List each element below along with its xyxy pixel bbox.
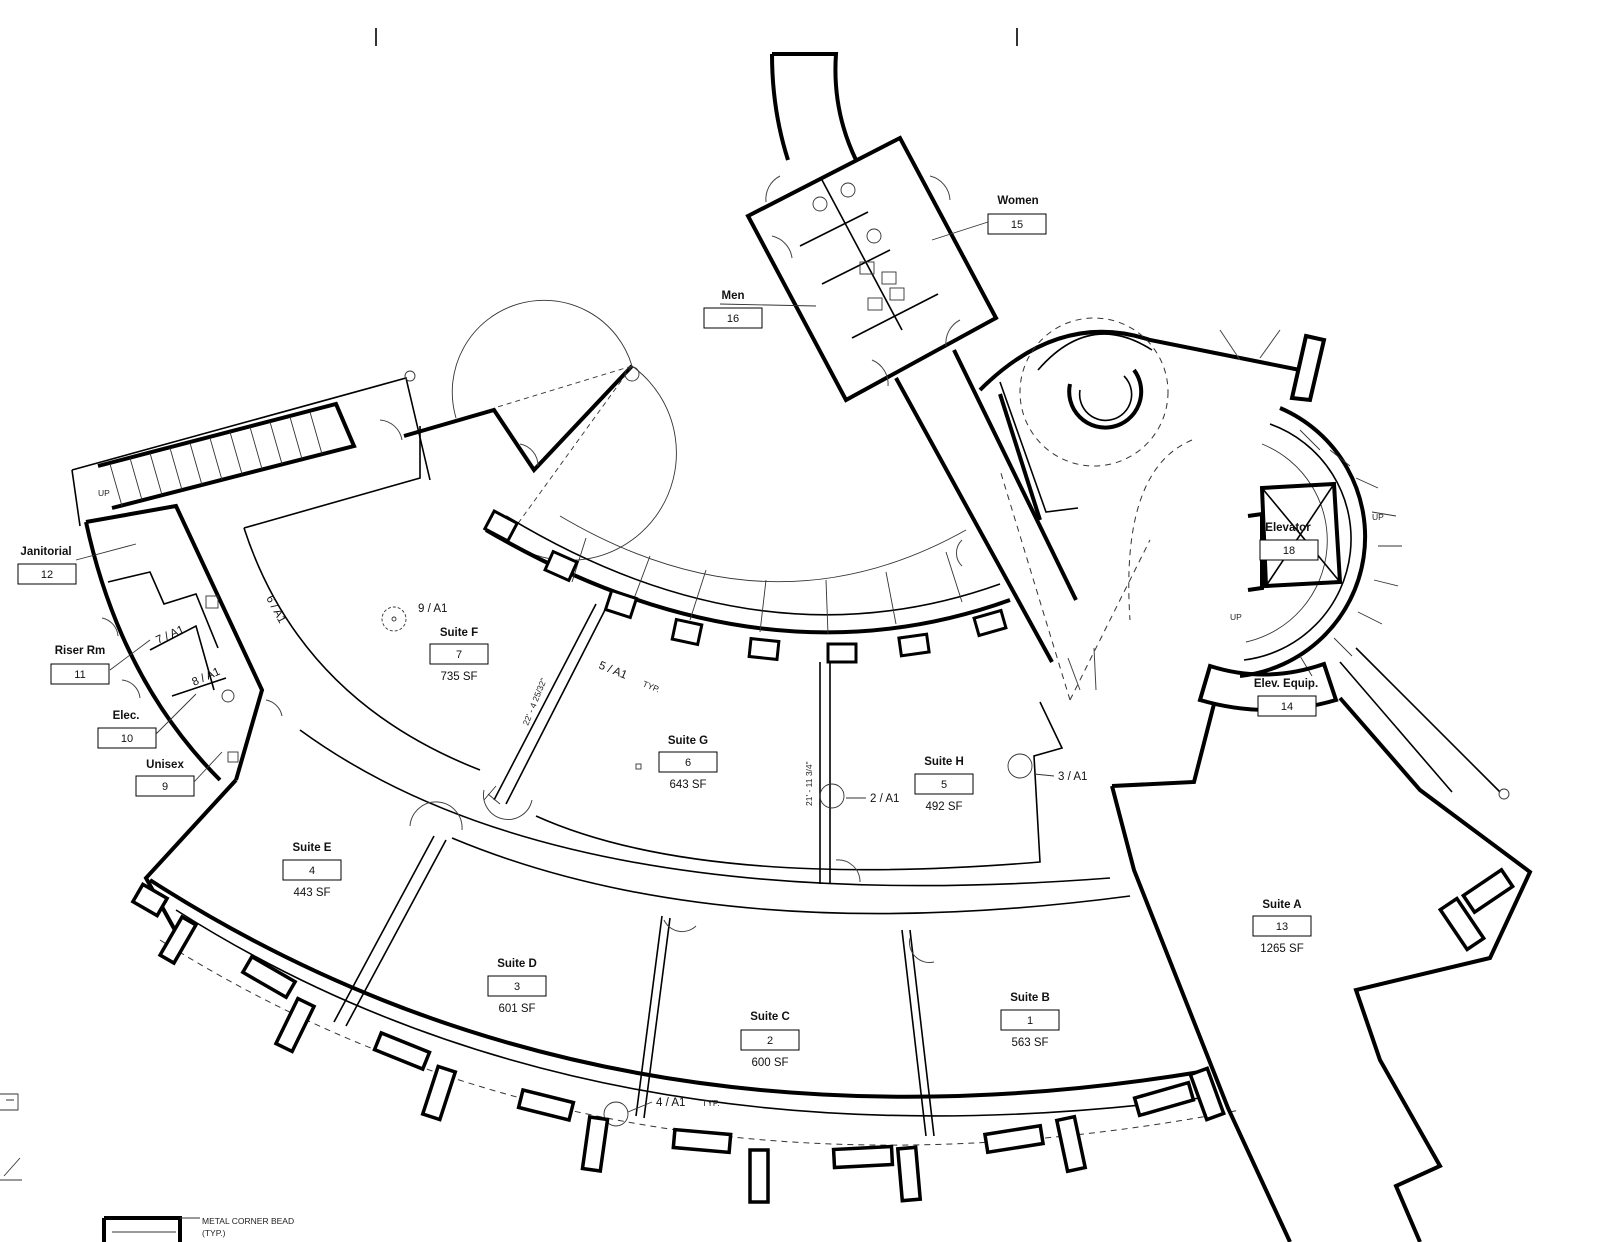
detail-note: METAL CORNER BEAD (TYP.) — [0, 1093, 294, 1242]
room-area: 643 SF — [669, 779, 706, 791]
room-tag-elec: Elec. 10 — [97, 693, 197, 749]
restroom-wing — [745, 52, 1079, 663]
room-tag-suite-c: Suite C 2 600 SF — [740, 1011, 800, 1069]
room-tag-suite-e: Suite E 4 443 SF — [282, 842, 342, 899]
room-name: Elev. Equip. — [1254, 678, 1318, 690]
detail-note-line1: METAL CORNER BEAD — [202, 1216, 294, 1226]
room-number: 12 — [41, 569, 53, 581]
perimeter-piers — [130, 881, 1226, 1204]
room-name: Suite E — [293, 842, 332, 854]
room-name: Suite C — [750, 1011, 790, 1023]
room-area: 443 SF — [293, 887, 330, 899]
room-number: 2 — [767, 1035, 773, 1047]
callout-4: 4 / A1 — [656, 1097, 685, 1109]
room-name: Elevator — [1265, 522, 1311, 534]
room-number: 3 — [514, 981, 520, 993]
room-number: 4 — [309, 865, 315, 877]
room-tag-suite-f: Suite F 7 735 SF — [429, 627, 489, 683]
stair-up-label: UP — [1372, 512, 1384, 522]
room-name: Janitorial — [20, 546, 71, 558]
room-name: Men — [722, 290, 745, 302]
detail-note-line2: (TYP.) — [202, 1228, 226, 1238]
room-area: 563 SF — [1011, 1037, 1048, 1049]
room-number: 6 — [685, 757, 691, 769]
stair-up-label: UP — [98, 488, 110, 498]
elevator-core — [1197, 406, 1510, 800]
room-area: 735 SF — [440, 671, 477, 683]
callout-4-typ: TYP. — [702, 1098, 720, 1108]
suite-g-h-walls — [483, 603, 1097, 884]
outer-ring — [130, 729, 1241, 1204]
room-name: Suite H — [924, 756, 964, 768]
room-area: 492 SF — [925, 801, 962, 813]
arc-window-bays — [482, 509, 1008, 664]
room-area: 1265 SF — [1260, 943, 1303, 955]
room-number: 16 — [727, 313, 739, 325]
room-name: Unisex — [146, 759, 184, 771]
dimension-suite-h: 21' - 11 3/4" — [804, 761, 814, 806]
suite-f-walls — [243, 299, 677, 771]
inner-arcade — [482, 509, 1011, 664]
callout-9: 9 / A1 — [418, 603, 447, 615]
room-name: Suite D — [497, 958, 537, 970]
room-tag-suite-b: Suite B 1 563 SF — [1000, 992, 1060, 1049]
callout-5-typ: TYP. — [641, 679, 661, 695]
room-tag-janitorial: Janitorial 12 — [17, 543, 137, 585]
room-tag-suite-h: Suite H 5 492 SF — [914, 756, 974, 813]
room-name: Suite F — [440, 627, 478, 639]
room-name: Elec. — [113, 710, 140, 722]
callout-7: 7 / A1 — [154, 624, 186, 647]
room-tag-riser: Riser Rm 11 — [50, 639, 151, 685]
room-tag-suite-d: Suite D 3 601 SF — [487, 958, 547, 1015]
room-number: 11 — [74, 669, 85, 681]
room-number: 1 — [1027, 1015, 1033, 1027]
callout-2: 2 / A1 — [870, 793, 899, 805]
callout-3: 3 / A1 — [1058, 771, 1087, 783]
room-tag-suite-a: Suite A 13 1265 SF — [1252, 899, 1312, 955]
room-name: Riser Rm — [55, 645, 106, 657]
room-tag-elevator: Elevator 18 — [1259, 522, 1319, 561]
room-area: 600 SF — [751, 1057, 788, 1069]
room-number: 14 — [1281, 701, 1293, 713]
room-number: 13 — [1276, 921, 1288, 933]
room-name: Suite A — [1262, 899, 1301, 911]
suite-a-walls — [1110, 696, 1533, 1242]
callout-6: 6 / A1 — [263, 594, 287, 626]
room-number: 18 — [1283, 545, 1295, 557]
room-number: 7 — [456, 649, 462, 661]
room-number: 15 — [1011, 219, 1023, 231]
room-number: 10 — [121, 733, 133, 745]
west-stair-wing — [71, 370, 431, 782]
room-tag-men: Men 16 — [703, 290, 817, 329]
rotunda-lobby — [978, 317, 1327, 701]
room-tag-women: Women 15 — [931, 195, 1047, 241]
stair-up-label: UP — [1230, 612, 1242, 622]
room-area: 601 SF — [498, 1003, 535, 1015]
callout-5: 5 / A1 — [597, 660, 629, 682]
room-number: 5 — [941, 779, 947, 791]
room-tag-elev-equip: Elev. Equip. 14 — [1254, 678, 1318, 717]
room-tag-suite-g: Suite G 6 643 SF — [658, 735, 718, 791]
room-number: 9 — [162, 781, 168, 793]
room-name: Suite G — [668, 735, 708, 747]
room-name: Suite B — [1010, 992, 1050, 1004]
room-name: Women — [997, 195, 1038, 207]
room-tag-unisex: Unisex 9 — [135, 751, 223, 797]
